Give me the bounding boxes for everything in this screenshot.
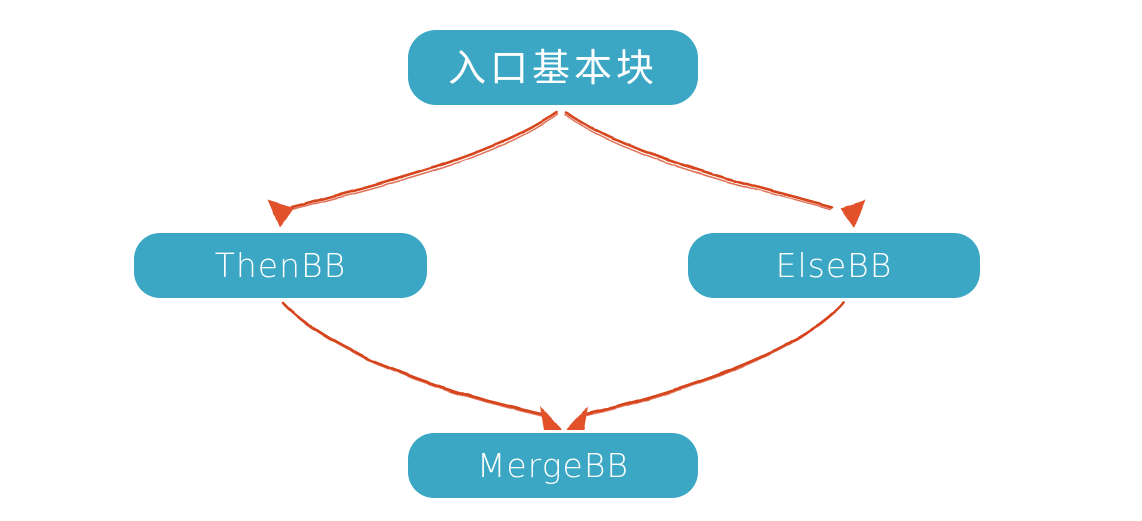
node-entry-label: 入口基本块: [447, 45, 658, 90]
node-entry-basic-block[interactable]: 入口基本块: [408, 30, 698, 105]
node-merge-label: MergeBB: [476, 446, 630, 485]
node-else-label: ElseBB: [775, 246, 893, 285]
node-merge-bb[interactable]: MergeBB: [408, 433, 698, 498]
edge-entry-to-else: [564, 110, 866, 228]
edge-else-to-merge: [566, 301, 845, 430]
edge-entry-to-then: [268, 110, 558, 228]
node-then-label: ThenBB: [214, 246, 347, 285]
node-then-bb[interactable]: ThenBB: [134, 233, 427, 298]
node-else-bb[interactable]: ElseBB: [688, 233, 980, 298]
edge-then-to-merge: [281, 301, 562, 430]
